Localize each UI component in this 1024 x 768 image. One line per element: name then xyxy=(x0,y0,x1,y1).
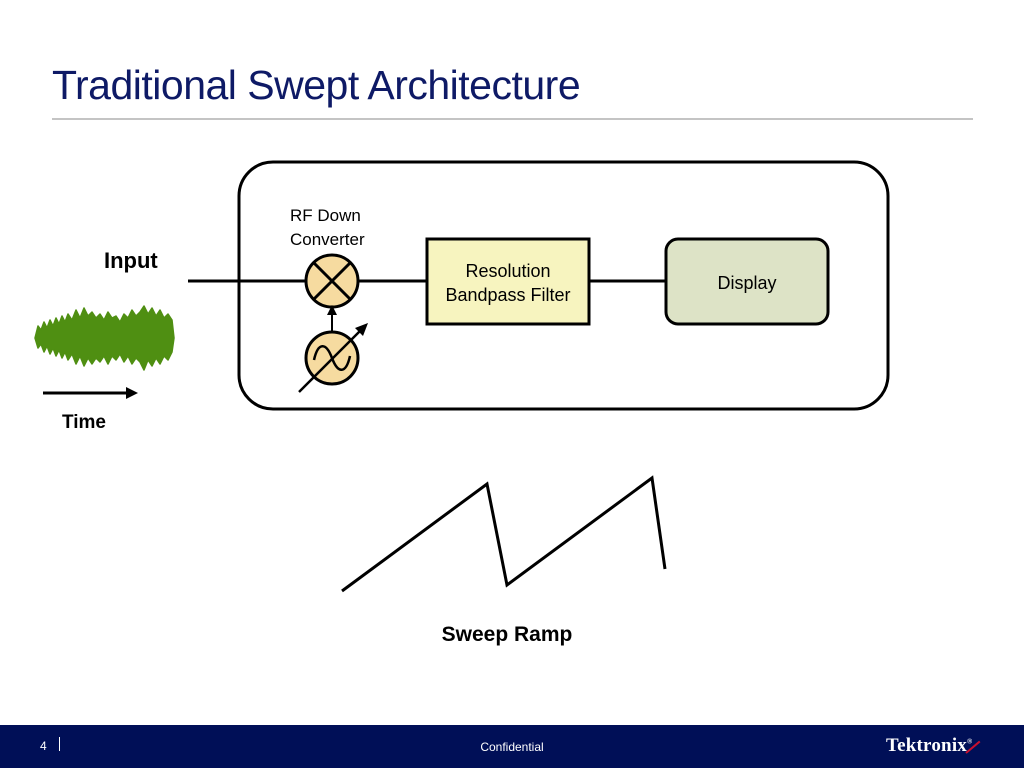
tektronix-logo: Tektronix® xyxy=(886,735,972,757)
display-label: Display xyxy=(717,273,776,293)
mixer-icon xyxy=(304,253,360,309)
logo-text: Tektronix xyxy=(886,735,967,756)
filter-label-line1: Resolution xyxy=(465,261,550,281)
mixer-label-line1: RF Down xyxy=(290,206,361,225)
sweep-ramp-label: Sweep Ramp xyxy=(442,623,573,646)
confidential-label: Confidential xyxy=(480,740,544,754)
slide-footer: 4 Confidential Tektronix® xyxy=(0,725,1024,768)
lo-to-mixer-arrow xyxy=(327,305,337,333)
input-waveform-icon xyxy=(34,305,175,371)
title-divider xyxy=(52,118,973,120)
swept-architecture-diagram: RF Down Converter Resolution Bandpass Fi… xyxy=(34,160,890,646)
page-number-divider xyxy=(59,737,60,751)
sweep-ramp-waveform xyxy=(341,475,667,593)
resolution-bandpass-filter-block: Resolution Bandpass Filter xyxy=(425,237,591,326)
time-label: Time xyxy=(62,412,106,433)
filter-label-line2: Bandpass Filter xyxy=(445,285,570,305)
logo-registered-mark: ® xyxy=(967,737,973,746)
swept-oscillator-icon xyxy=(298,323,368,393)
input-label: Input xyxy=(104,248,158,273)
page-number: 4 xyxy=(40,739,47,753)
time-arrow-icon xyxy=(43,387,138,399)
mixer-label-line2: Converter xyxy=(290,230,365,249)
display-block: Display xyxy=(664,237,830,326)
analyzer-enclosure xyxy=(237,160,890,411)
slide-title: Traditional Swept Architecture xyxy=(52,62,581,108)
